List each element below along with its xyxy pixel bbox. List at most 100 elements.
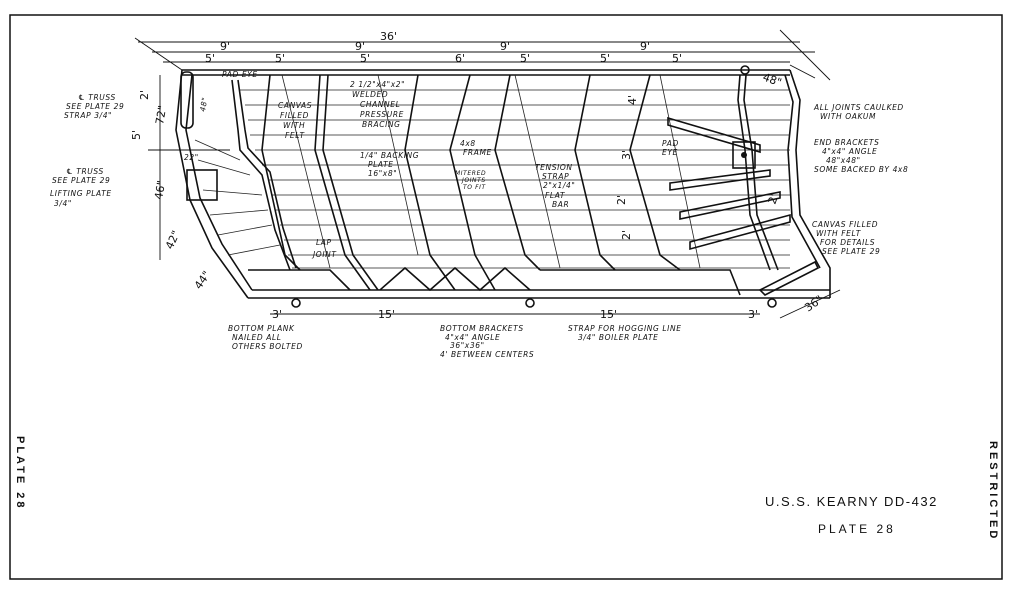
note-line: WITH FELT <box>816 229 862 238</box>
side-label-restricted: RESTRICTED <box>987 441 999 541</box>
pad-eye-right-note: PAD EYE <box>662 139 678 157</box>
pad-eye-label: PAD EYE <box>222 70 258 79</box>
frame-note: 4x8 FRAME <box>460 139 492 157</box>
note-line: TENSION <box>535 163 573 172</box>
canvas-note-right: CANVAS FILLED WITH FELT FOR DETAILS SEE … <box>812 220 880 256</box>
dim-label: 42" <box>163 228 183 251</box>
dim-label: 2' <box>138 90 151 100</box>
note-line: FILLED <box>280 111 309 120</box>
note-line: BOTTOM BRACKETS <box>440 324 524 333</box>
lifting-plate <box>186 169 218 201</box>
dim-label: 2' <box>620 230 633 240</box>
end-brackets-note: END BRACKETS 4"x4" ANGLE 48"x48" SOME BA… <box>814 138 908 174</box>
note-line: STRAP <box>542 172 569 181</box>
canvas-note-left: CANVAS FILLED WITH FELT <box>278 101 312 140</box>
note-line: SOME BACKED BY 4x8 <box>814 165 908 174</box>
dim-label: 48" <box>198 96 209 112</box>
note-line: PRESSURE <box>360 110 404 119</box>
dim-label: 15' <box>600 308 617 321</box>
truss-strap-note: ℄ TRUSS SEE PLATE 29 STRAP 3/4" <box>64 93 124 120</box>
plate-title: PLATE 28 <box>818 522 896 536</box>
dimension-lines <box>134 29 841 319</box>
top-dimensions: 36' 9' 9' 9' 9' 5' 5' 5' 6' 5' 5' 5' <box>205 30 682 65</box>
note-line: SEE PLATE 29 <box>52 176 110 185</box>
note-line: 1/4" BACKING <box>360 151 419 160</box>
note-line: 3/4" BOILER PLATE <box>578 333 658 342</box>
note-line: CANVAS FILLED <box>812 220 878 229</box>
note-line: WELDED <box>352 90 388 99</box>
dim-label: 5' <box>205 52 215 65</box>
note-line: FLAT <box>545 191 566 200</box>
dim-label: 5' <box>520 52 530 65</box>
end-brackets <box>180 65 820 308</box>
dim-label: 3' <box>620 150 633 160</box>
note-line: CANVAS <box>278 101 312 110</box>
note-line: FRAME <box>463 148 492 157</box>
bottom-plank-note: BOTTOM PLANK NAILED ALL OTHERS BOLTED <box>228 324 303 351</box>
dim-label: 46" <box>152 179 168 200</box>
lifting-plate-note: ℄ TRUSS SEE PLATE 29 LIFTING PLATE 3/4" <box>50 167 112 208</box>
dim-label: 3' <box>272 308 282 321</box>
note-line: SEE PLATE 29 <box>66 102 124 111</box>
side-label-plate: PLATE 28 <box>14 436 26 511</box>
dim-label: 5' <box>275 52 285 65</box>
dim-label: 5' <box>360 52 370 65</box>
note-line: 4x8 <box>460 139 476 148</box>
note-line: 3/4" <box>54 199 72 208</box>
note-line: BAR <box>552 200 569 209</box>
hogging-strap-note: STRAP FOR HOGGING LINE 3/4" BOILER PLATE <box>568 324 682 342</box>
note-line: 2 1/2"x4"x2" <box>350 80 405 89</box>
note-line: ℄ TRUSS <box>78 93 116 102</box>
note-line: STRAP 3/4" <box>64 111 112 120</box>
dim-label: 15' <box>378 308 395 321</box>
note-line: MITERED <box>455 170 486 177</box>
dim-label: 48" <box>761 71 783 90</box>
dim-label: 22" <box>184 153 199 162</box>
ship-title: U.S.S. KEARNY DD-432 <box>765 494 938 509</box>
tension-strap-note: TENSION STRAP 2"x1/4" FLAT BAR <box>535 163 575 209</box>
note-line: 16"x8" <box>368 169 397 178</box>
bottom-brackets-note: BOTTOM BRACKETS 4"x4" ANGLE 36"x36" 4' B… <box>440 324 534 359</box>
note-line: FELT <box>285 131 306 140</box>
note-line: WITH <box>283 121 305 130</box>
dim-label: 36" <box>802 293 825 315</box>
frames <box>248 74 741 296</box>
note-line: TO FIT <box>463 184 487 191</box>
dim-label: 9' <box>220 40 230 53</box>
note-line: LAP <box>316 238 332 247</box>
dim-overall: 36' <box>380 30 397 43</box>
note-line: OTHERS BOLTED <box>232 342 303 351</box>
note-line: BOTTOM PLANK <box>228 324 295 333</box>
dim-label: 9' <box>640 40 650 53</box>
note-line: ℄ TRUSS <box>66 167 104 176</box>
channel-note: 2 1/2"x4"x2" WELDED CHANNEL PRESSURE BRA… <box>350 80 405 129</box>
pad-eye-left <box>180 71 194 129</box>
note-line: ALL JOINTS CAULKED <box>813 103 904 112</box>
note-line: CHANNEL <box>360 100 400 109</box>
note-line: NAILED ALL <box>232 333 282 342</box>
note-line: 4"x4" ANGLE <box>822 147 877 156</box>
page-border <box>9 14 1003 580</box>
dim-label: 9' <box>500 40 510 53</box>
dim-label: 9' <box>355 40 365 53</box>
dim-label: 5' <box>130 130 143 140</box>
note-line: 48"x48" <box>826 156 861 165</box>
note-line: 2"x1/4" <box>543 181 575 190</box>
note-line: 4' BETWEEN CENTERS <box>440 350 534 359</box>
left-dimensions: 2' 5' 72" 46" 42" 44" 22" 48" <box>130 90 213 292</box>
annotations: ℄ TRUSS SEE PLATE 29 STRAP 3/4" ℄ TRUSS … <box>50 70 908 359</box>
planking-lines <box>194 89 790 269</box>
note-line: JOINT <box>311 250 337 259</box>
note-line: EYE <box>662 148 678 157</box>
backing-plate-note: 1/4" BACKING PLATE 16"x8" <box>360 151 419 178</box>
note-line: PLATE <box>368 160 394 169</box>
title-block: U.S.S. KEARNY DD-432 PLATE 28 <box>765 494 938 536</box>
note-line: FOR DETAILS <box>820 238 875 247</box>
note-line: STRAP FOR HOGGING LINE <box>568 324 682 333</box>
note-line: LIFTING PLATE <box>50 189 112 198</box>
hull-outline <box>175 69 831 299</box>
dim-label: 72" <box>153 104 169 125</box>
note-line: SEE PLATE 29 <box>822 247 880 256</box>
note-line: 36"x36" <box>450 341 485 350</box>
